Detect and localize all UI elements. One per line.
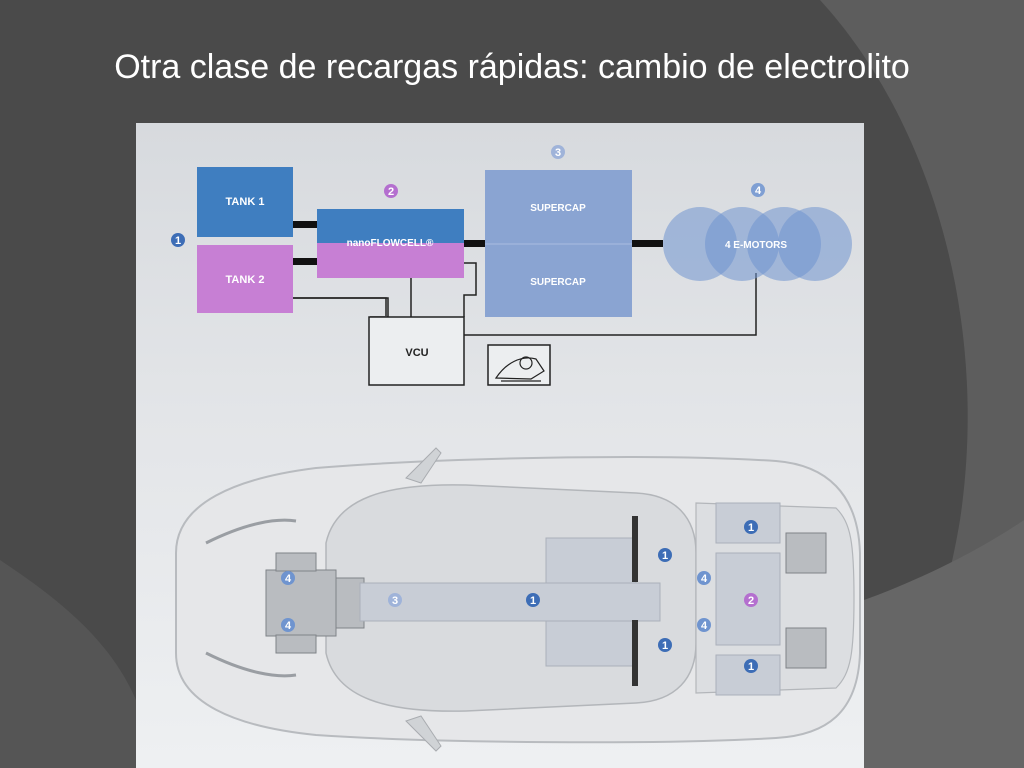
system-diagram: TANK 1 TANK 2 nanoFLOWCELL® SUPERCAP SUP… <box>171 145 861 752</box>
central-spine <box>359 582 661 622</box>
svg-text:1: 1 <box>662 640 668 652</box>
signal-lines <box>293 262 757 336</box>
svg-text:1: 1 <box>530 595 536 607</box>
motors-label: 4 E-MOTORS <box>725 240 787 251</box>
car-marker-motor-front-bottom: 4 <box>281 618 295 632</box>
svg-text:1: 1 <box>748 661 754 673</box>
flowcell-box-top <box>317 209 464 243</box>
svg-text:4: 4 <box>285 620 292 632</box>
tank1-box <box>197 167 293 237</box>
tank2-box <box>197 245 293 313</box>
svg-text:3: 3 <box>555 147 561 159</box>
diagram-marker-4: 4 <box>751 183 765 197</box>
motors-group <box>663 207 852 281</box>
car-marker-tank-front: 1 <box>744 520 758 534</box>
front-motor-assembly <box>265 552 365 654</box>
supercap-top-label: SUPERCAP <box>530 203 586 214</box>
vcu-label: VCU <box>405 347 428 359</box>
svg-text:4: 4 <box>285 573 292 585</box>
center-top-tank <box>545 537 637 584</box>
svg-text:2: 2 <box>748 595 754 607</box>
svg-text:1: 1 <box>175 235 181 247</box>
tank1-label: TANK 1 <box>226 196 265 208</box>
svg-text:4: 4 <box>701 573 708 585</box>
rear-motor-assembly <box>785 532 827 669</box>
car-marker-motor-front-top: 4 <box>281 571 295 585</box>
diagram-panel: TANK 1 TANK 2 nanoFLOWCELL® SUPERCAP SUP… <box>136 123 864 768</box>
mirror-top <box>405 447 442 484</box>
car-marker-rear-bottom: 1 <box>744 659 758 673</box>
car-marker-center-top: 1 <box>658 548 672 562</box>
flowcell-box-bottom <box>317 243 464 278</box>
vcu-box <box>368 316 465 386</box>
car-marker-spine: 1 <box>526 593 540 607</box>
flowcell-label: nanoFLOWCELL® <box>347 238 434 249</box>
car-marker-center-bottom: 1 <box>658 638 672 652</box>
car-top-view: 1 1 1 1 1 2 3 <box>175 447 861 752</box>
center-bottom-tank <box>545 620 637 667</box>
driver-interface-icon <box>487 344 551 386</box>
car-marker-cell: 2 <box>744 593 758 607</box>
supercap-bottom-label: SUPERCAP <box>530 277 586 288</box>
svg-text:1: 1 <box>748 522 754 534</box>
diagram-marker-3: 3 <box>551 145 565 159</box>
car-marker-motor-rear-bottom: 4 <box>697 618 711 632</box>
tank2-label: TANK 2 <box>226 274 265 286</box>
diagram-marker-2: 2 <box>384 184 398 198</box>
diagram-marker-1: 1 <box>171 233 185 247</box>
svg-text:1: 1 <box>662 550 668 562</box>
slide-title: Otra clase de recargas rápidas: cambio d… <box>114 48 910 86</box>
svg-text:4: 4 <box>701 620 708 632</box>
car-marker-motor-rear-top: 4 <box>697 571 711 585</box>
svg-text:4: 4 <box>755 185 762 197</box>
mirror-bottom <box>405 715 442 752</box>
car-marker-supercap: 3 <box>388 593 402 607</box>
svg-text:2: 2 <box>388 186 394 198</box>
svg-text:3: 3 <box>392 595 398 607</box>
